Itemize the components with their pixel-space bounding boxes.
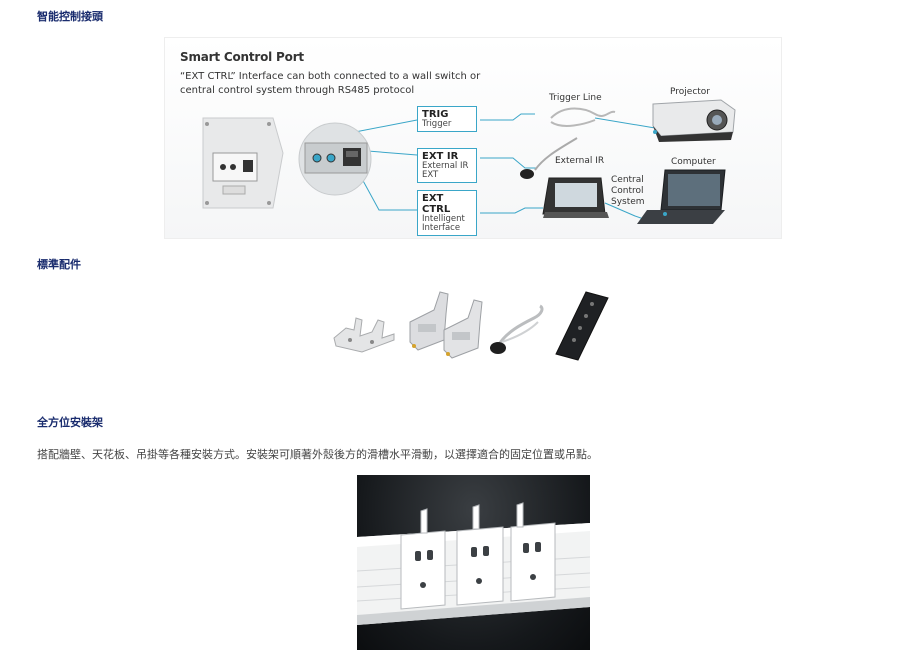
remote-control-icon [555, 291, 609, 361]
small-bracket-icon [333, 317, 395, 353]
label-trigger-line: Trigger Line [549, 93, 602, 103]
tag-ext-ctrl-body: Intelligent Interface [422, 214, 465, 233]
tag-ext-ir-body: External IR EXT [422, 161, 469, 180]
label-external-ir: External IR [555, 156, 605, 166]
diagram-graphics [202, 99, 736, 224]
label-central-control: Central Control System [611, 175, 645, 207]
tag-ext-ir-head: EXT IR [422, 151, 459, 162]
laptop-icon [637, 169, 726, 224]
label-projector: Projector [670, 87, 710, 97]
section-title-smart-port: 智能控制接頭 [37, 10, 103, 23]
diagram-subtitle: “EXT CTRL” Interface can both connected … [180, 71, 481, 96]
label-computer: Computer [671, 157, 716, 167]
mount-photo-graphics [357, 502, 590, 625]
tag-trig: TRIG Trigger [417, 106, 477, 132]
tag-trig-head: TRIG [422, 109, 449, 120]
tablet-icon [542, 177, 609, 218]
wall-controller-icon [202, 117, 284, 209]
tag-trig-body: Trigger [422, 119, 452, 129]
port-zoom-icon [298, 122, 372, 196]
section-title-accessories: 標準配件 [37, 258, 81, 271]
ir-cable-icon [490, 304, 544, 354]
section-title-mount: 全方位安裝架 [37, 416, 103, 429]
diagram-title: Smart Control Port [180, 50, 304, 64]
tag-ext-ctrl-head: EXT CTRL [422, 193, 451, 215]
trigger-line-icon [550, 107, 616, 127]
mount-bracket-photo [357, 475, 590, 650]
mount-description: 搭配牆壁、天花板、吊掛等各種安裝方式。安裝架可順著外殼後方的滑槽水平滑動，以選擇… [37, 448, 598, 461]
external-ir-sensor-icon [520, 137, 578, 179]
tag-ext-ir: EXT IR External IR EXT [417, 148, 477, 183]
tag-ext-ctrl: EXT CTRL Intelligent Interface [417, 190, 477, 236]
mounting-bracket-icon [409, 291, 483, 359]
smart-control-port-diagram: Smart Control Port “EXT CTRL” Interface … [164, 37, 782, 239]
projector-icon [652, 99, 736, 142]
